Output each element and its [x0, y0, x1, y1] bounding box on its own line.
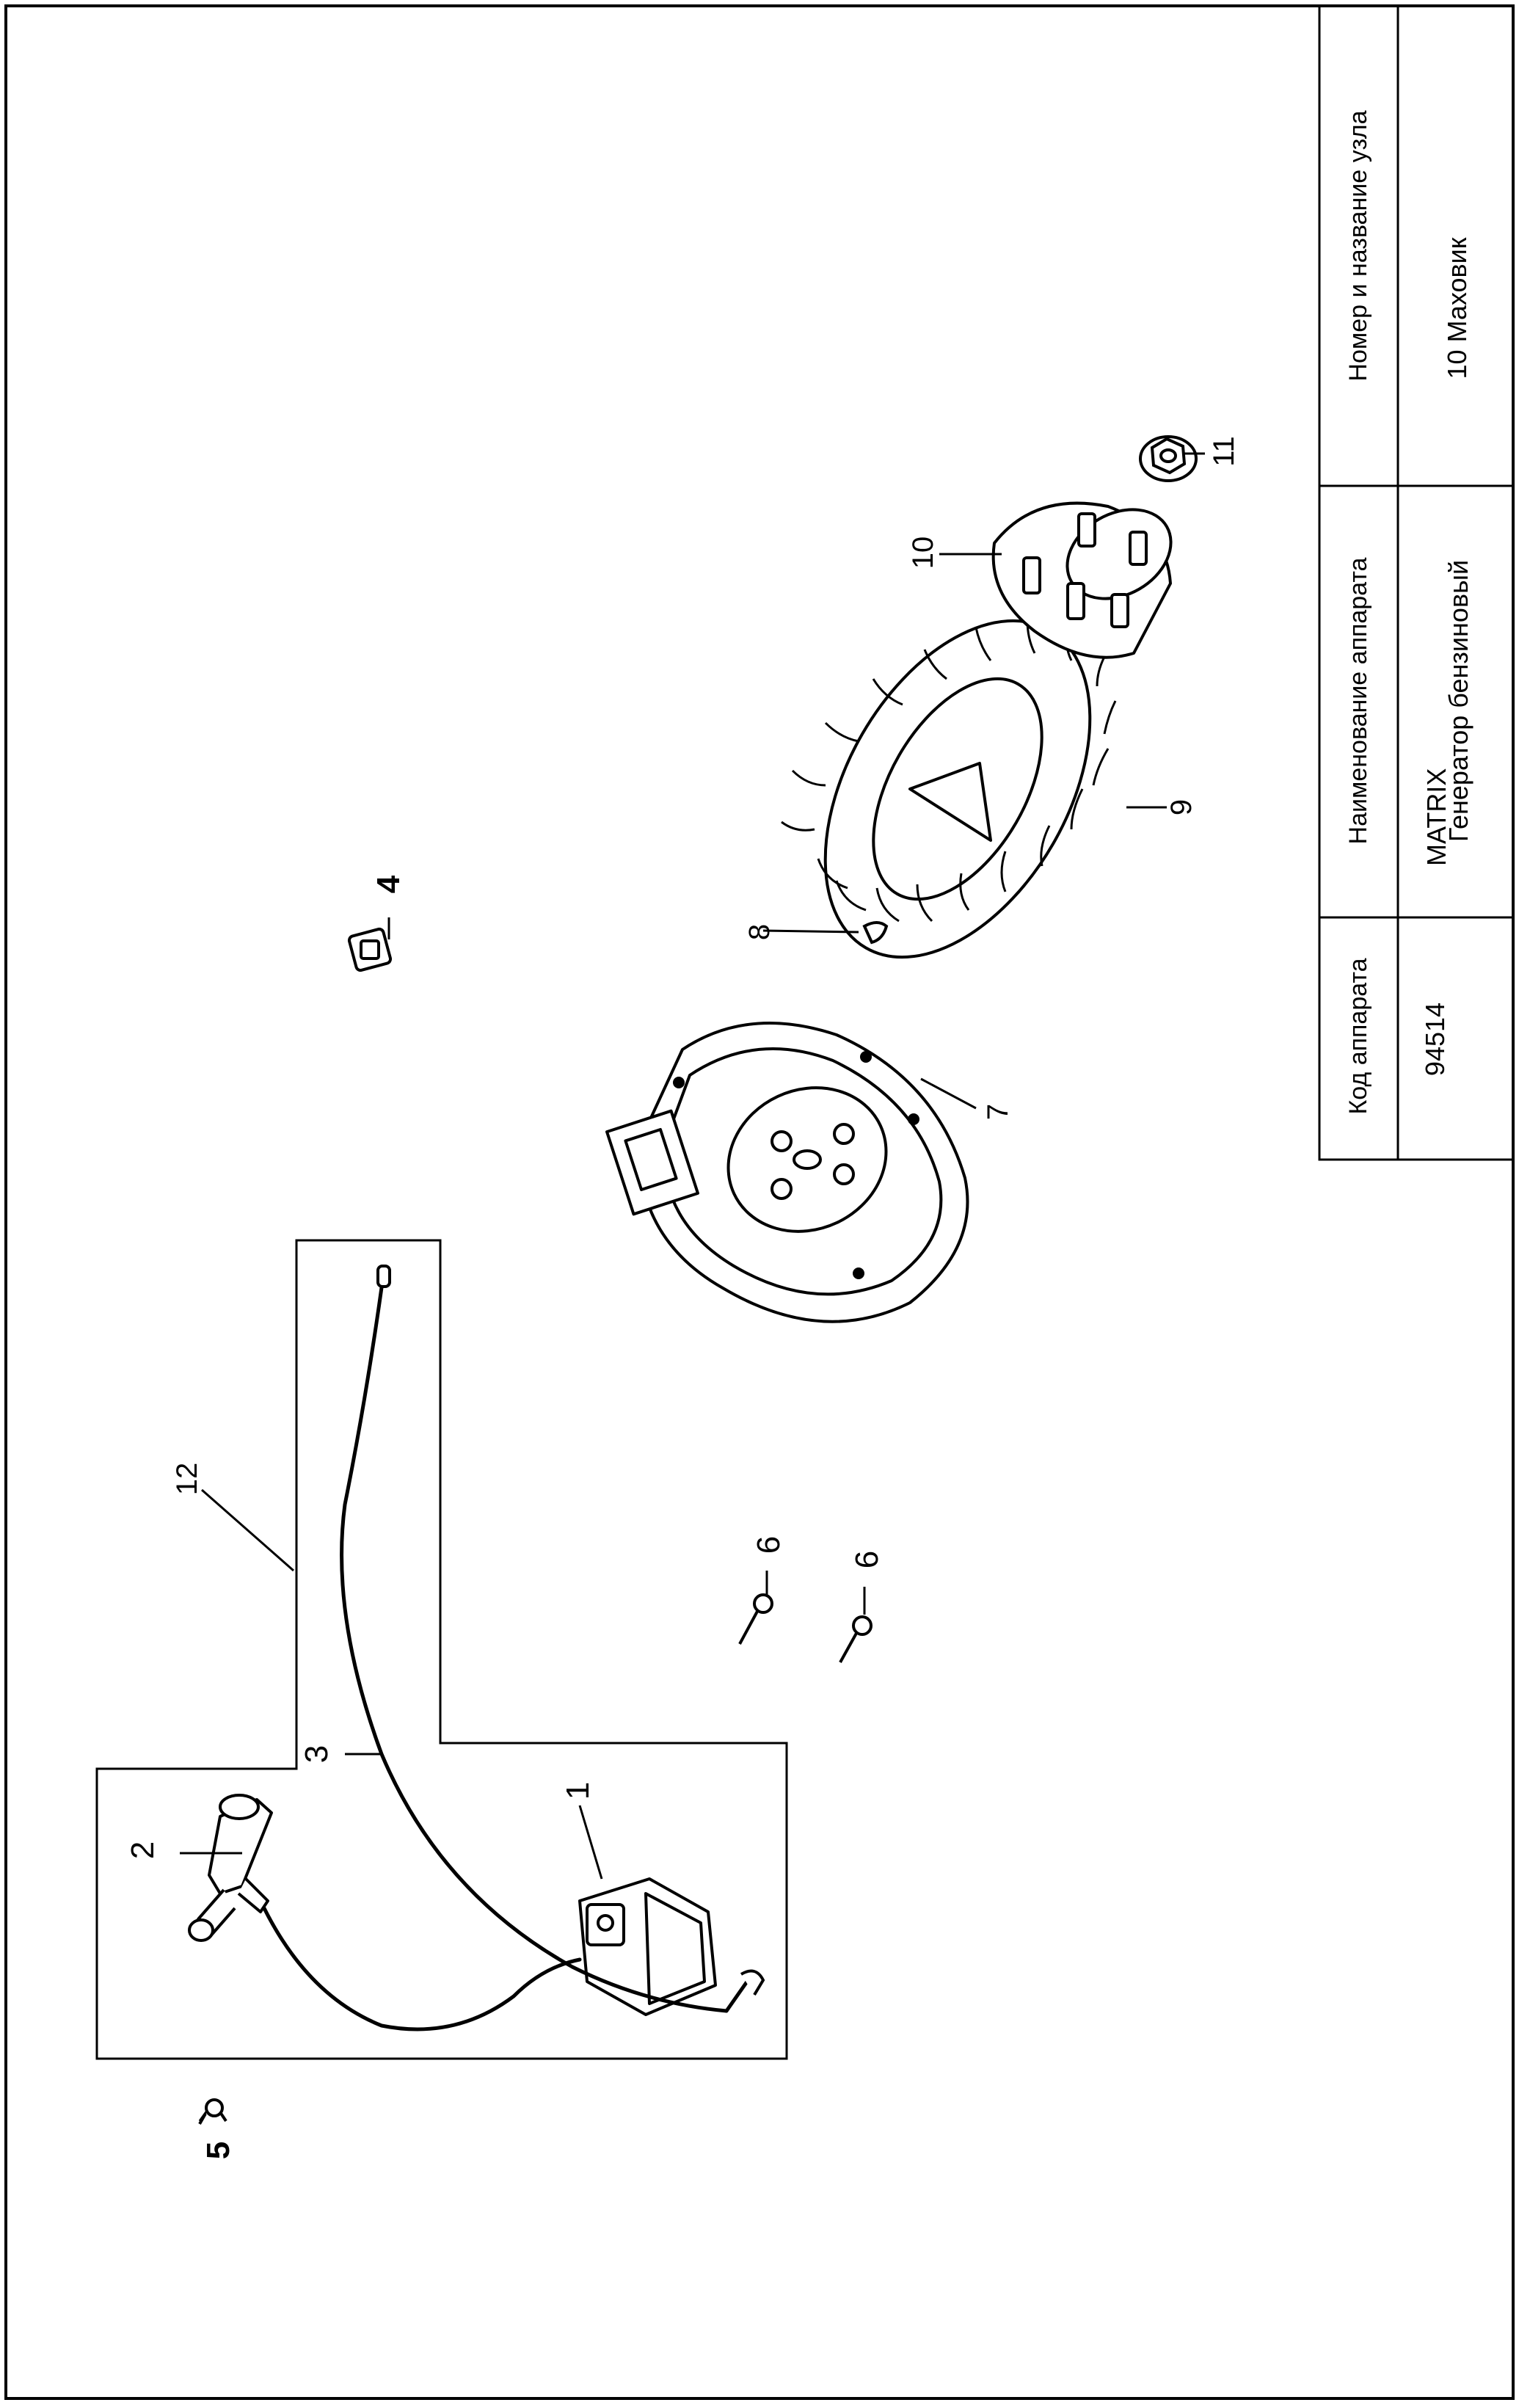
- header-code: Код аппарата: [1344, 958, 1372, 1115]
- spark-plug-cap-part-2: [188, 1794, 273, 1942]
- nut-part-11: [1139, 435, 1198, 482]
- flywheel-fan-part-9: [781, 619, 1117, 959]
- ground-terminal: [740, 1969, 765, 1996]
- callout-9: 9: [1165, 799, 1198, 816]
- callout-2: 2: [125, 1841, 161, 1860]
- leader-lines: [180, 452, 1205, 2122]
- bolt-part-6-b: [839, 1615, 873, 1663]
- callout-8: 8: [743, 923, 776, 941]
- key-part-8: [862, 921, 889, 945]
- clip-part-4: [347, 927, 393, 972]
- value-device-name-line2: MATRIX: [1421, 768, 1451, 866]
- callout-5: 5: [200, 2141, 236, 2160]
- callout-6b: 6: [849, 1550, 885, 1569]
- starter-cup-part-10: [991, 501, 1173, 659]
- title-block: [1318, 4, 1515, 1161]
- header-device-name: Наименование аппарата: [1344, 557, 1372, 845]
- page-border: [4, 4, 1515, 2400]
- callout-4: 4: [371, 875, 407, 894]
- callout-1: 1: [560, 1781, 596, 1800]
- wire-terminal: [376, 1265, 391, 1288]
- value-code: 94514: [1420, 1002, 1450, 1077]
- callout-7: 7: [982, 1103, 1014, 1121]
- ignition-coil-part-1: [578, 1877, 717, 2016]
- stator-part-7: [605, 1022, 969, 1323]
- callout-10: 10: [907, 536, 939, 570]
- callout-3: 3: [299, 1745, 335, 1764]
- value-assembly: 10 Маховик: [1442, 237, 1472, 379]
- screw-part-5: [198, 2098, 227, 2125]
- assembly-bracket: [95, 1239, 788, 2060]
- bolt-part-6-a: [738, 1593, 773, 1645]
- header-assembly: Номер и название узла: [1344, 110, 1372, 382]
- callout-11: 11: [1208, 436, 1240, 467]
- callout-6a: 6: [751, 1535, 787, 1554]
- callout-12: 12: [171, 1462, 203, 1496]
